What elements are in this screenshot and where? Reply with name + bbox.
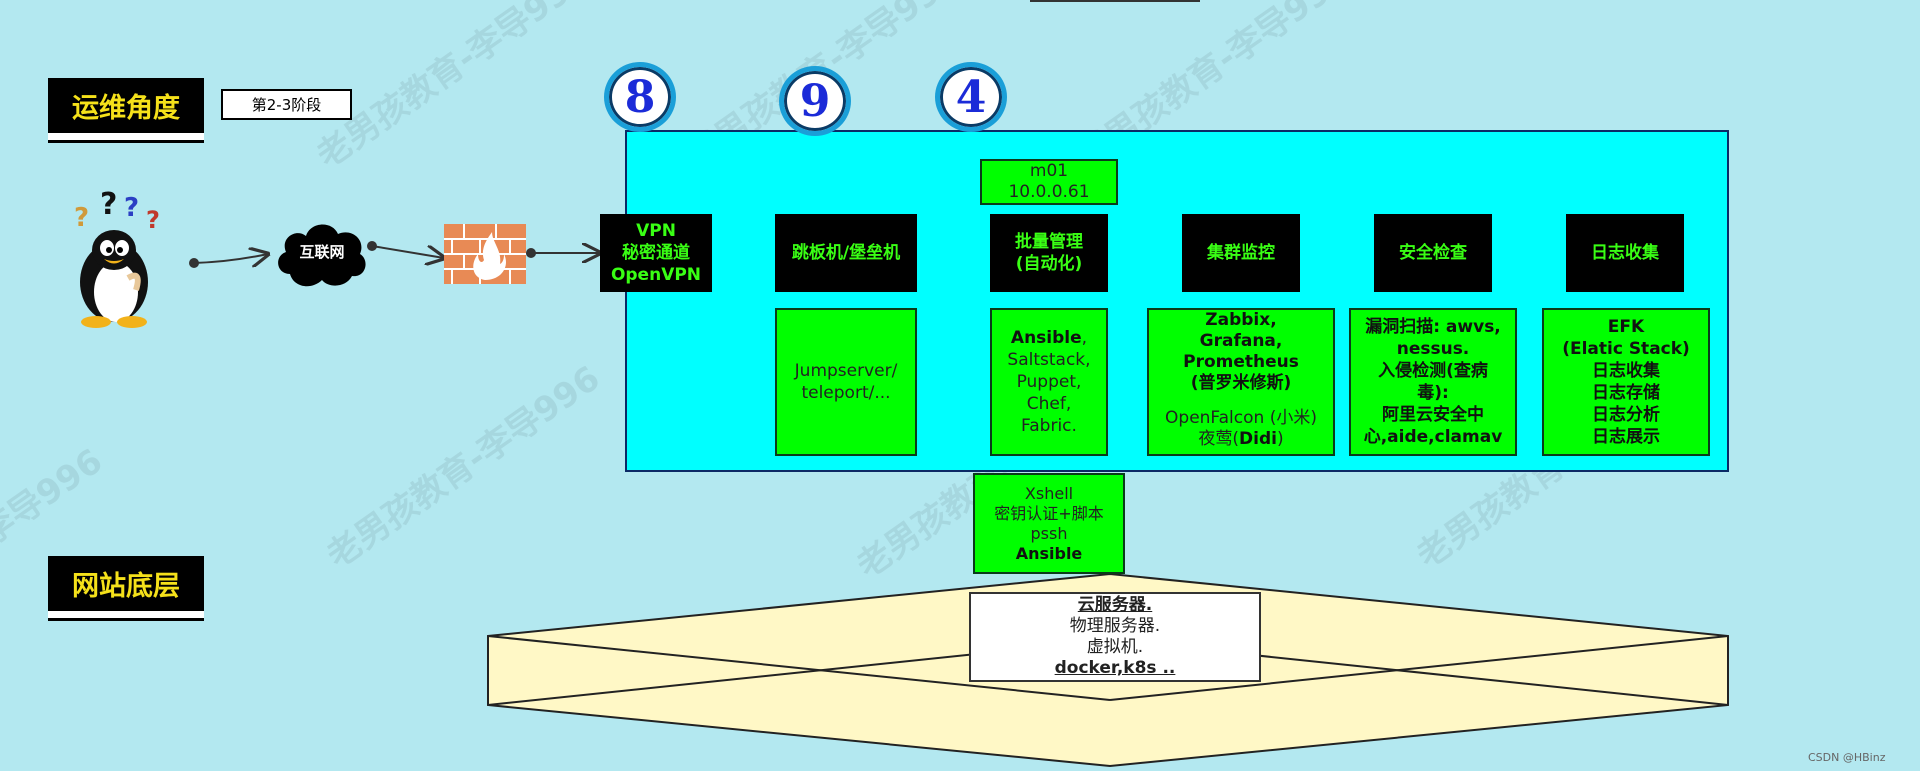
detail-security-check: 漏洞扫描: awvs, nessus. 入侵检测(查病 毒): 阿里云安全中 心… xyxy=(1349,308,1517,456)
node-security-check: 安全检查 xyxy=(1374,214,1492,292)
xshell-line4: Ansible xyxy=(1015,543,1083,563)
svg-text:?: ? xyxy=(124,193,139,223)
server-physical: 物理服务器. xyxy=(1069,616,1161,636)
node-batch-line1: 批量管理 xyxy=(1015,232,1083,252)
detail-log-line6: 日志展示 xyxy=(1592,427,1660,447)
detail-security-line6: 心,aide,clamav xyxy=(1363,427,1503,447)
detail-monitor-nightingale: 夜莺( xyxy=(1198,429,1240,449)
detail-batch-chef: Chef, xyxy=(1026,394,1072,414)
xshell-tools: Xshell 密钥认证+脚本 pssh Ansible xyxy=(973,473,1125,574)
badge-9: 9 xyxy=(779,66,851,136)
detail-security-line4: 毒): xyxy=(1417,383,1449,403)
node-batch-line2: (自动化) xyxy=(1015,254,1083,274)
detail-log-line2: (Elatic Stack) xyxy=(1562,339,1690,359)
detail-batch-ansible: Ansible xyxy=(1010,328,1082,348)
detail-log-line1: EFK xyxy=(1607,317,1645,337)
top-rule xyxy=(1030,0,1200,2)
detail-jump-line2: teleport/... xyxy=(801,383,891,403)
detail-monitor-didi: Didi xyxy=(1239,429,1277,449)
detail-monitor-prometheus-cn: (普罗米修斯) xyxy=(1190,373,1292,393)
m01-host: m01 10.0.0.61 xyxy=(980,159,1118,205)
node-cluster-monitor: 集群监控 xyxy=(1182,214,1300,292)
detail-monitor-zabbix: Zabbix, xyxy=(1205,310,1277,330)
detail-log-line3: 日志收集 xyxy=(1592,361,1660,381)
badge-8: 8 xyxy=(604,62,676,132)
xshell-line1: Xshell xyxy=(1024,483,1074,503)
credit-label: CSDN @HBinz xyxy=(1808,751,1886,764)
detail-security-line3: 入侵检测(查病 xyxy=(1378,361,1488,381)
detail-monitor-paren: ) xyxy=(1276,429,1284,449)
detail-security-line5: 阿里云安全中 xyxy=(1382,405,1484,425)
badge-4: 4 xyxy=(935,62,1007,132)
detail-cluster-monitor: Zabbix, Grafana, Prometheus (普罗米修斯) Open… xyxy=(1147,308,1335,456)
watermark: 老男孩教育-李导996 xyxy=(319,358,608,577)
detail-monitor-grafana: Grafana, xyxy=(1199,331,1283,351)
detail-security-line2: nessus. xyxy=(1396,339,1470,359)
server-vm: 虚拟机. xyxy=(1086,637,1144,657)
node-vpn-line2: 秘密通道 xyxy=(622,243,690,263)
svg-text:?: ? xyxy=(100,190,117,222)
node-jump-server: 跳板机/堡垒机 xyxy=(775,214,917,292)
detail-batch-fabric: Fabric. xyxy=(1021,416,1077,436)
node-vpn: VPN 秘密通道 OpenVPN xyxy=(600,214,712,292)
detail-log-collection: EFK (Elatic Stack) 日志收集 日志存储 日志分析 日志展示 xyxy=(1542,308,1710,456)
detail-jump-server: Jumpserver/ teleport/... xyxy=(775,308,917,456)
server-containers: docker,k8s .. xyxy=(1054,658,1176,678)
detail-batch-puppet: Puppet, xyxy=(1016,372,1082,392)
detail-batch-management: Ansible, Saltstack, Puppet, Chef, Fabric… xyxy=(990,308,1108,456)
detail-log-line4: 日志存储 xyxy=(1592,383,1660,403)
detail-batch-saltstack: Saltstack, xyxy=(1007,350,1091,370)
cloud-icon: 互联网 xyxy=(272,214,372,292)
svg-text:?: ? xyxy=(74,203,89,233)
svg-text:?: ? xyxy=(146,206,160,234)
detail-log-line5: 日志分析 xyxy=(1592,405,1660,425)
watermark: 李导996 xyxy=(0,441,110,554)
detail-monitor-openfalcon: OpenFalcon (小米) xyxy=(1165,408,1317,428)
node-vpn-line1: VPN xyxy=(636,221,676,241)
node-log-collection: 日志收集 xyxy=(1566,214,1684,292)
ops-perspective-title: 运维角度 xyxy=(48,78,204,140)
m01-name: m01 xyxy=(1029,161,1069,181)
stage-label: 第2-3阶段 xyxy=(221,89,352,120)
xshell-line3: pssh xyxy=(1030,523,1068,543)
server-types: 云服务器. 物理服务器. 虚拟机. docker,k8s .. xyxy=(969,592,1261,682)
xshell-line2: 密钥认证+脚本 xyxy=(994,503,1104,523)
m01-ip: 10.0.0.61 xyxy=(1008,182,1090,202)
firewall-icon xyxy=(444,224,526,284)
site-bottom-title: 网站底层 xyxy=(48,556,204,618)
cloud-label: 互联网 xyxy=(299,243,345,261)
detail-security-line1: 漏洞扫描: awvs, xyxy=(1365,317,1501,337)
detail-monitor-prometheus: Prometheus xyxy=(1183,352,1299,372)
node-vpn-line3: OpenVPN xyxy=(610,265,702,285)
node-batch-management: 批量管理 (自动化) xyxy=(990,214,1108,292)
detail-batch-comma: , xyxy=(1081,328,1088,348)
penguin-icon: ? ? ? ? xyxy=(66,187,166,330)
detail-jump-line1: Jumpserver/ xyxy=(794,361,898,381)
server-cloud: 云服务器. xyxy=(1077,595,1153,615)
